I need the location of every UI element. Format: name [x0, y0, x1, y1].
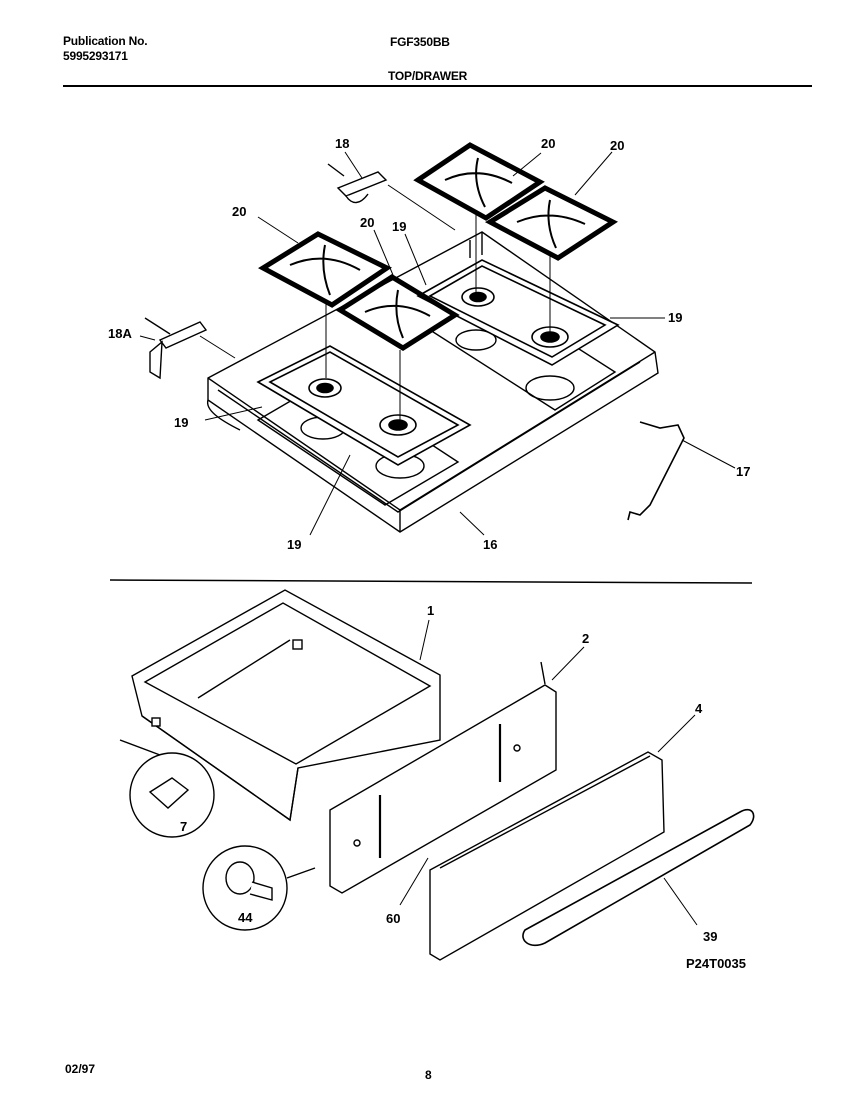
hinge-18 [327, 163, 388, 204]
leader-lines-top [139, 151, 736, 536]
callout-4: 4 [695, 701, 703, 716]
callout-39: 39 [703, 929, 717, 944]
grate-back-right [413, 142, 545, 221]
callout-18: 18 [335, 136, 349, 151]
grate-front-left [335, 274, 460, 351]
drawer-body-1 [131, 589, 441, 822]
page-number: 8 [425, 1068, 432, 1082]
burner-pan-right [416, 259, 620, 366]
inset-7 [119, 739, 215, 838]
callout-19: 19 [174, 415, 188, 430]
publication-number: 5995293171 [63, 49, 128, 63]
footer-date: 02/97 [65, 1062, 96, 1076]
callout-20: 20 [232, 204, 246, 219]
drawer-panel-2 [329, 661, 557, 894]
hinge-18a [144, 317, 208, 380]
callout-60: 60 [386, 911, 400, 926]
callout-44: 44 [238, 910, 253, 925]
figure-code: P24T0035 [686, 956, 746, 971]
callout-1: 1 [427, 603, 434, 618]
model-number: FGF350BB [390, 35, 450, 49]
section-title: TOP/DRAWER [388, 69, 468, 83]
drawer-front-4 [429, 751, 665, 961]
callout-20: 20 [610, 138, 624, 153]
section-divider [109, 579, 753, 584]
callout-19: 19 [287, 537, 301, 552]
inset-44 [202, 845, 316, 931]
wire-17 [627, 421, 685, 521]
callout-2: 2 [582, 631, 589, 646]
grate-back-left [257, 231, 392, 308]
callout-19: 19 [392, 219, 406, 234]
grate-front-right [484, 185, 619, 261]
drawer-handle-39 [522, 808, 755, 947]
callout-20: 20 [360, 215, 374, 230]
callout-20: 20 [541, 136, 555, 151]
callout-7: 7 [180, 819, 187, 834]
callout-18a: 18A [108, 326, 132, 341]
callout-19: 19 [668, 310, 682, 325]
callout-17: 17 [736, 464, 750, 479]
leader-lines-drawer [399, 619, 698, 926]
publication-label: Publication No. [63, 34, 148, 48]
callout-16: 16 [483, 537, 497, 552]
burner-pan-left [256, 345, 472, 466]
